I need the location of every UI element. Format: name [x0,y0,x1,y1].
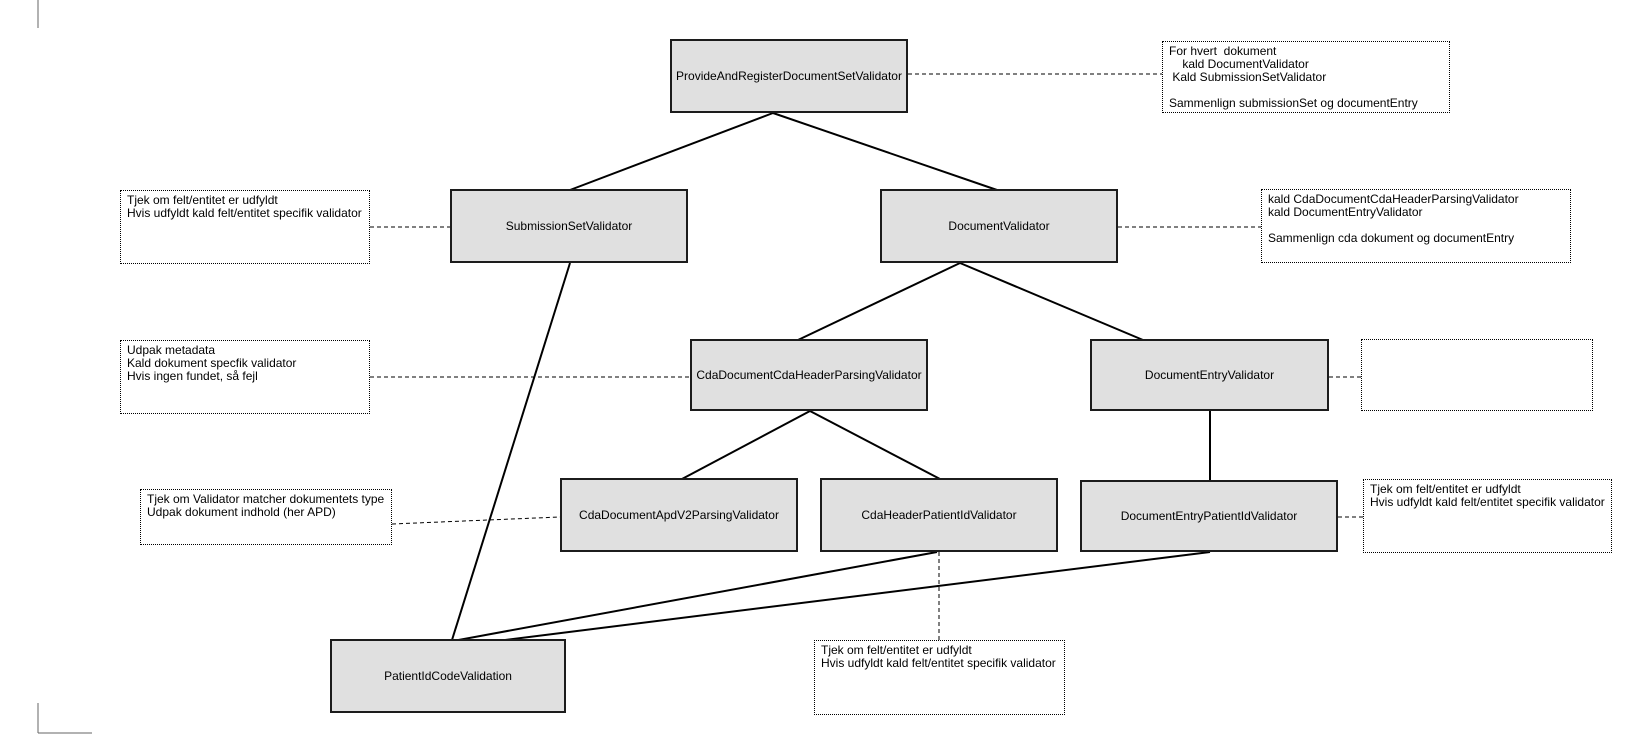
dashed-link-apdv2-note [391,516,561,525]
edge-documententrypatientid-to-patientidcode [464,551,1211,646]
edge-provide-to-submissionset [569,112,774,191]
note-apd-v2-parsing: Tjek om Validator matcher dokumentets ty… [140,489,392,545]
node-document-entry-validator: DocumentEntryValidator [1090,339,1329,411]
node-cda-document-apd-v2-parsing-validator: CdaDocumentApdV2ParsingValidator [560,478,798,552]
note-document-validator: kald CdaDocumentCdaHeaderParsingValidato… [1261,189,1571,263]
note-cda-header-parsing: Udpak metadata Kald dokument specfik val… [120,340,370,414]
note-patient-id-code: Tjek om felt/entitet er udfyldt Hvis udf… [814,640,1065,715]
node-patient-id-code-validation: PatientIdCodeValidation [330,639,566,713]
edge-documentvalidator-to-cdaheaderparsing [797,262,961,341]
note-document-entry-patient-id: Tjek om felt/entitet er udfyldt Hvis udf… [1363,479,1612,553]
note-provide-and-register: For hvert dokument kald DocumentValidato… [1162,41,1450,113]
edge-provide-to-documentvalidator [772,112,998,191]
note-document-entry-empty [1361,339,1593,411]
edge-cdaheaderpatientid-to-patientidcode [452,551,938,642]
node-document-validator: DocumentValidator [880,189,1118,263]
node-submission-set-validator: SubmissionSetValidator [450,189,688,263]
edge-documentvalidator-to-documententry [959,262,1144,341]
edge-cdaheaderparsing-to-cdaheaderpatientid [809,410,941,480]
node-cda-header-patient-id-validator: CdaHeaderPatientIdValidator [820,478,1058,552]
note-submission-set: Tjek om felt/entitet er udfyldt Hvis udf… [120,190,370,264]
node-document-entry-patient-id-validator: DocumentEntryPatientIdValidator [1080,480,1338,552]
node-provide-and-register-document-set-validator: ProvideAndRegisterDocumentSetValidator [670,39,908,113]
edge-cdaheaderparsing-to-apdv2 [681,410,811,480]
node-cda-document-cda-header-parsing-validator: CdaDocumentCdaHeaderParsingValidator [690,339,928,411]
edge-submissionset-to-patientidcode [451,262,571,641]
